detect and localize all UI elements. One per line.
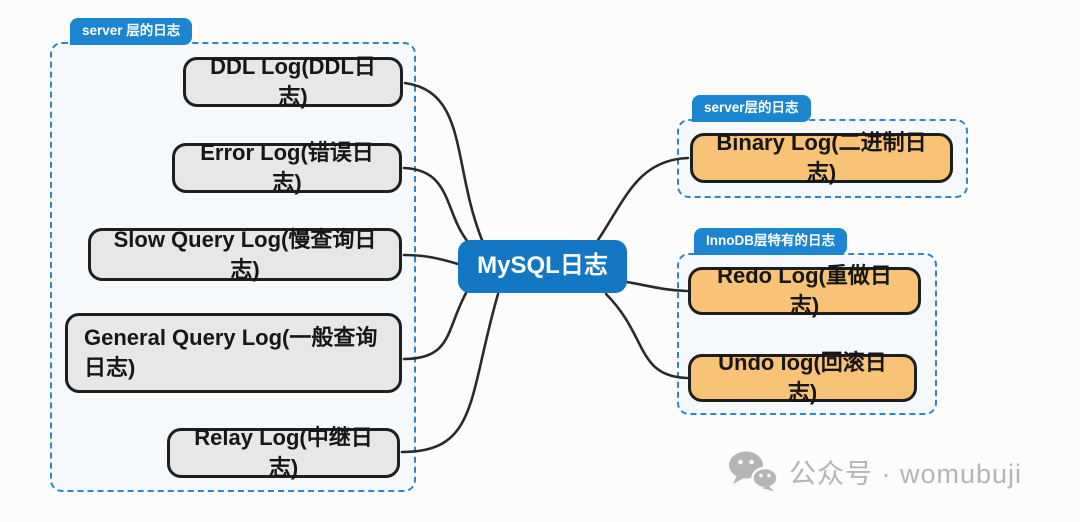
watermark-text: 公众号 · womubuji [789,458,1023,489]
node-ddl-log: DDL Log(DDL日志) [183,54,403,109]
wechat-icon [727,450,779,492]
group-tag-server-left: server 层的日志 [70,18,193,45]
node-slow-query-log: Slow Query Log(慢查询日志) [88,227,402,282]
node-error-log: Error Log(错误日志) [172,140,402,195]
node-general-query-log: General Query Log(一般查询日志) [65,313,402,393]
connector-undo-log [604,292,689,380]
watermark: 公众号 · womubuji [727,450,1022,492]
node-relay-log: Relay Log(中继日志) [167,425,400,480]
group-tag-innodb: InnoDB层特有的日志 [694,228,847,255]
connector-relay-log [400,292,500,454]
node-redo-log: Redo Log(重做日志) [688,263,921,318]
group-tag-server-right: server层的日志 [692,95,811,122]
connector-ddl-log [403,81,484,242]
connector-binary-log [596,156,690,242]
node-binary-log: Binary Log(二进制日志) [690,130,953,185]
node-mysql-center: MySQL日志 [458,240,627,293]
node-undo-log: Undo log(回滚日志) [688,350,917,405]
